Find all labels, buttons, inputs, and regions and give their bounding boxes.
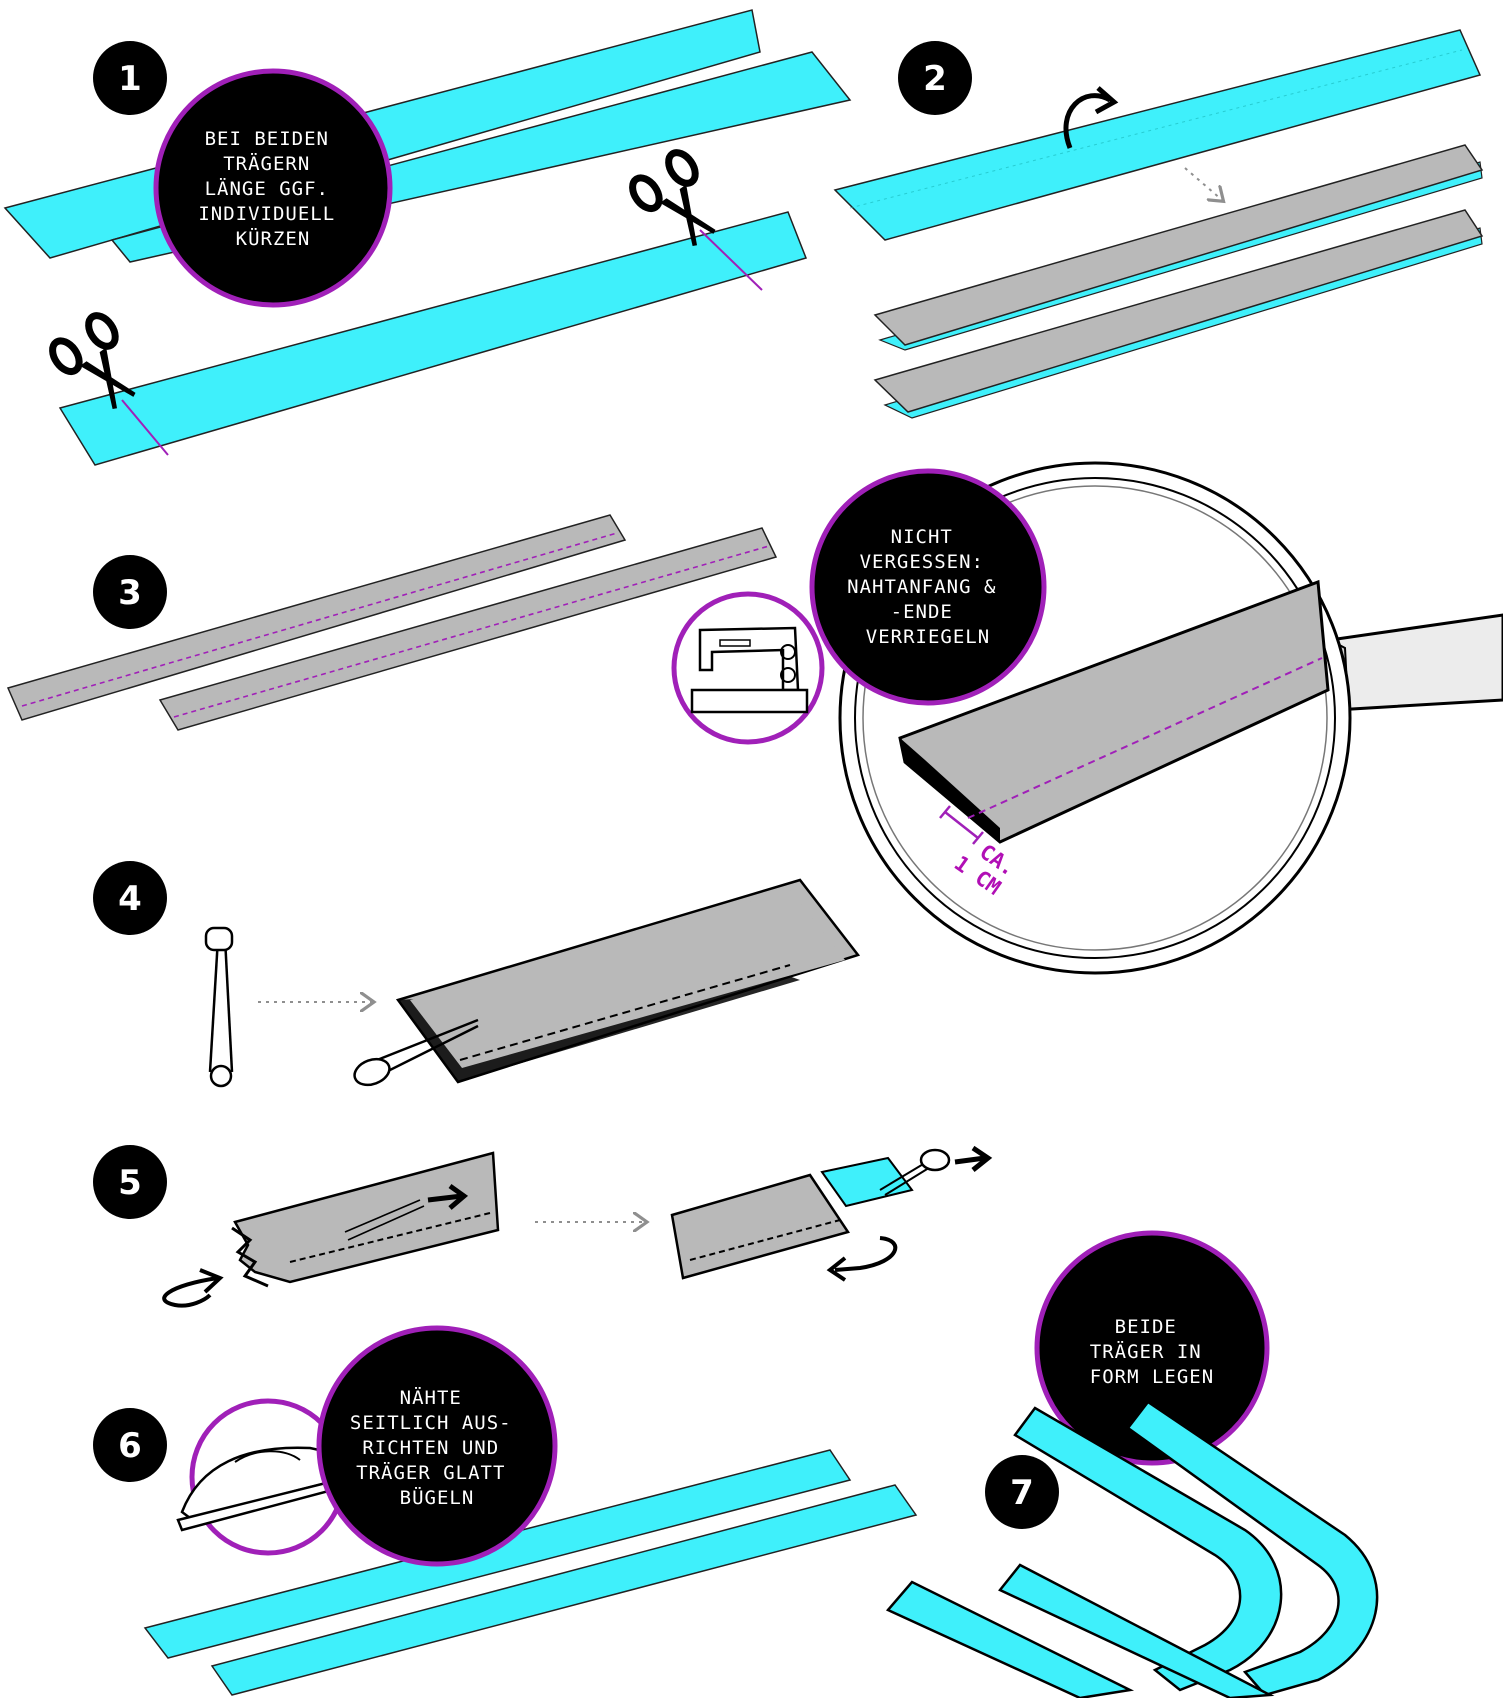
step-number-badge: 6 [93,1408,167,1482]
pull-arrow-icon [427,1193,463,1203]
sewn-strap [158,527,778,731]
cut-line [121,399,169,456]
step-number: 1 [118,59,142,99]
step-number: 2 [923,59,947,99]
turned-strap [670,1173,850,1280]
strap [58,211,807,466]
step-number-badge: 5 [93,1145,167,1219]
step-number: 3 [118,573,142,613]
sewn-strap [6,514,627,721]
pull-arrow-icon [954,1155,986,1165]
step-number-badge: 4 [93,861,167,935]
step-3: 3 CA. 1 CM [6,461,1503,975]
tip-text: NÄHTE SEITLICH AUS- RICHTEN UND TRÄGER G… [350,1386,524,1509]
strap [820,1156,914,1208]
step-6: 6 NÄHTE SEITLICH AUS- RICHTEN UND TRÄGER… [93,1325,918,1696]
step-1: 1 BEI BEIDEN TRÄGERN LÄNGE GGF. INDIVIDU… [3,9,852,466]
tip-bubble: BEIDE TRÄGER IN FORM LEGEN [1034,1230,1270,1466]
safety-pin-icon [353,1018,479,1087]
tip-text: BEIDE TRÄGER IN FORM LEGEN [1090,1316,1214,1388]
strap [210,1484,918,1696]
folded-strap [873,144,1484,346]
shaped-strap [885,1580,1135,1698]
step-number: 7 [1010,1473,1034,1513]
tip-bubble: NÄHTE SEITLICH AUS- RICHTEN UND TRÄGER G… [316,1325,558,1567]
tip-bubble: NICHT VERGESSEN: NAHTANFANG & -ENDE VERR… [809,468,1047,706]
step-number-badge: 3 [93,555,167,629]
rotate-arrow-icon [1063,93,1112,149]
tip-bubble: BEI BEIDEN TRÄGERN LÄNGE GGF. INDIVIDUEL… [153,68,393,308]
step-number: 4 [118,879,142,919]
tip-text: NICHT VERGESSEN: NAHTANFANG & -ENDE VERR… [847,526,1009,648]
shaped-strap [1013,1406,1283,1692]
turn-arrow-icon [162,1276,219,1308]
step-5: 5 [93,1145,993,1308]
gathered-strap [233,1151,500,1284]
step-number: 5 [118,1163,142,1203]
tip-text: BEI BEIDEN TRÄGERN LÄNGE GGF. INDIVIDUEL… [198,128,347,250]
turn-arrow-icon [834,1236,898,1272]
step-7: BEIDE TRÄGER IN FORM LEGEN 7 [885,1230,1379,1698]
step-number-badge: 7 [985,1455,1059,1529]
safety-pin-icon [879,1148,951,1196]
step-2: 2 [833,29,1484,419]
step-number-badge: 2 [898,41,972,115]
step-number-badge: 1 [93,41,167,115]
scissors-icon [629,149,716,246]
folded-strap [873,209,1484,413]
step-4: 4 [93,861,861,1088]
safety-pin-icon [204,926,234,1088]
dotted-arrow [1184,167,1222,200]
scissors-icon [49,312,136,409]
shaped-strap [1126,1400,1379,1697]
strap [833,29,1482,241]
step-number: 6 [118,1426,142,1466]
strap [143,1449,852,1659]
cut-line [699,229,763,291]
sewing-machine-badge [671,591,825,745]
shaped-strap [998,1563,1275,1698]
sewing-machine-icon [690,626,809,714]
